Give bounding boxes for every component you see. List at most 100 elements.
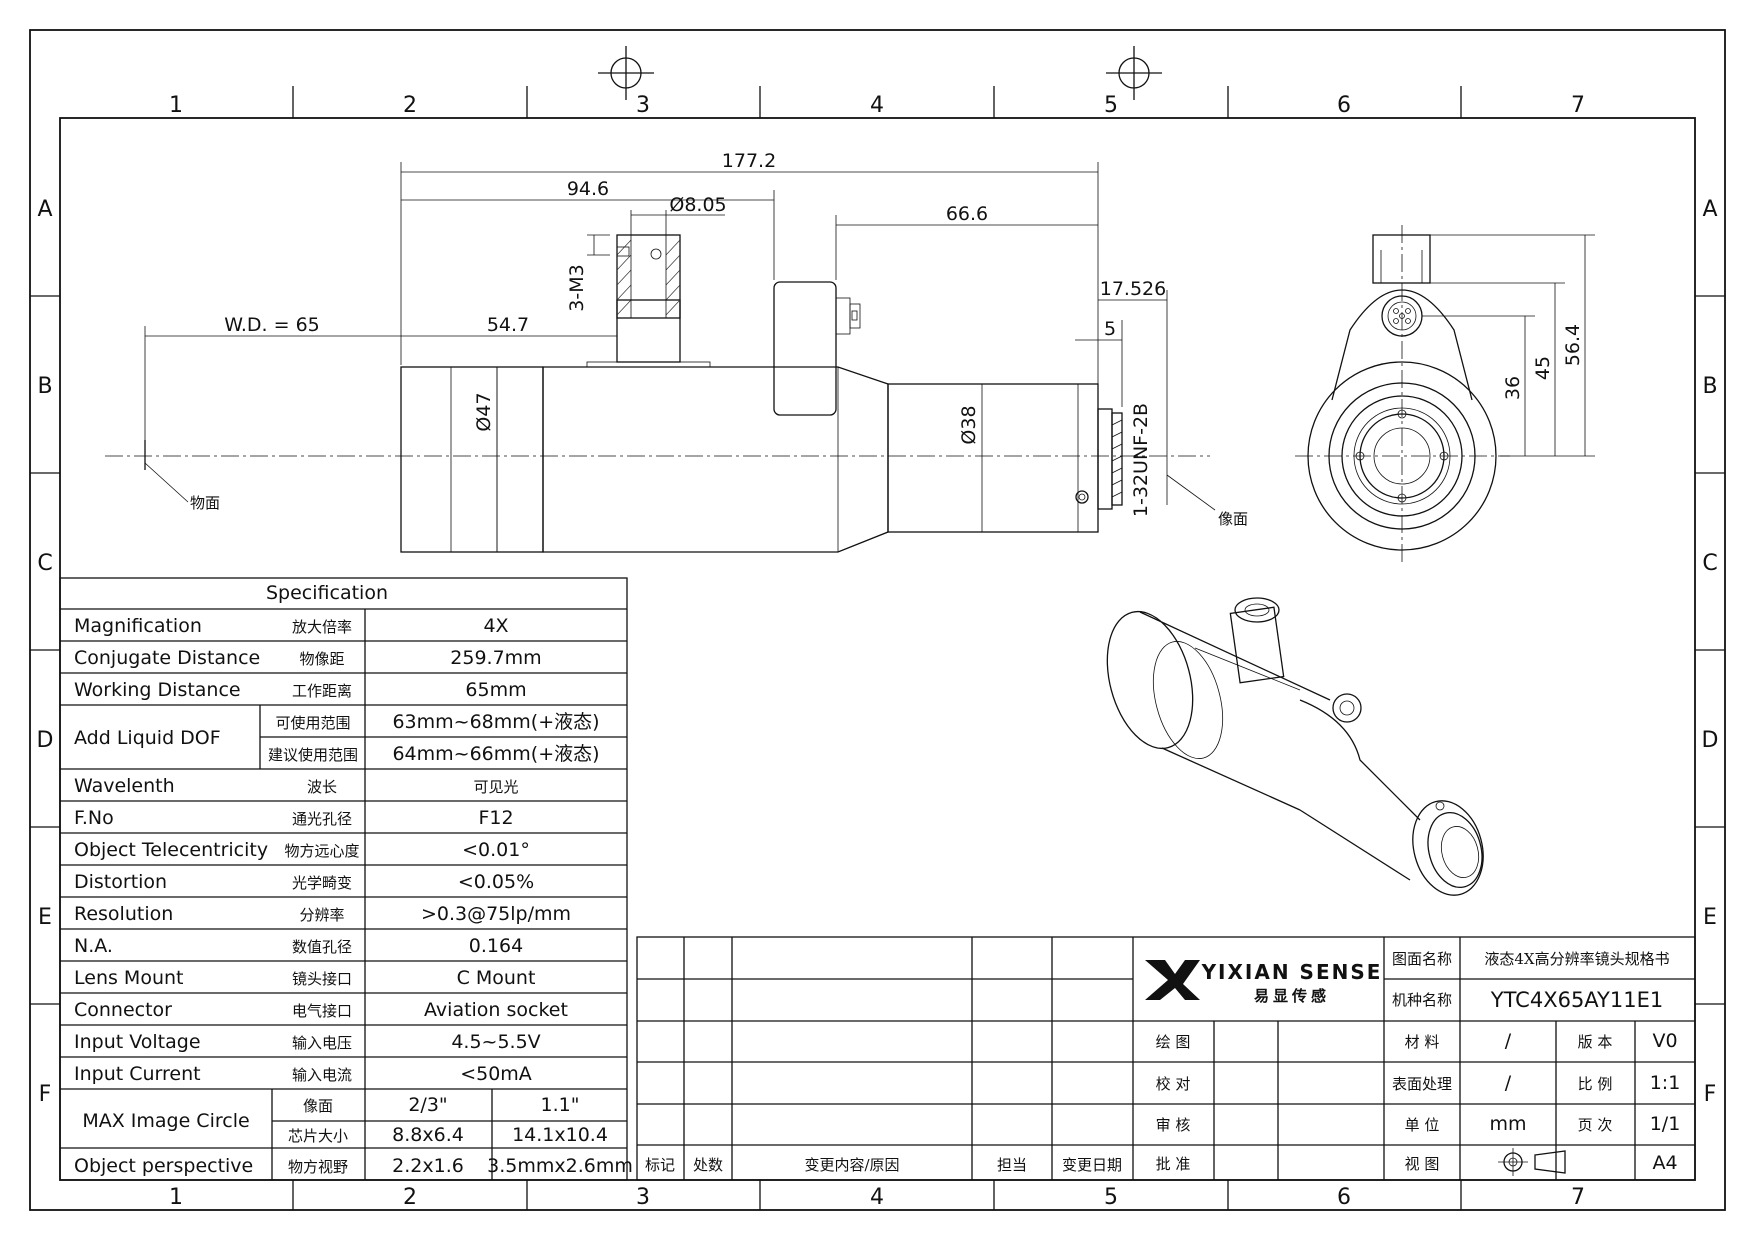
column-markers: 1 2 3 4 5 6 7 1 2 3 4 5 6 7 [169,86,1585,1210]
spec-row-connector: Connector 电气接口 Aviation socket [74,999,568,1021]
spec-row-object-perspective: Object perspective 物方视野 2.2x1.6 3.5mmx2.… [74,1155,633,1177]
svg-text:MAX Image Circle: MAX Image Circle [82,1110,249,1132]
title-block [636,936,1696,1181]
material-value: / [1505,1030,1512,1052]
lens-end-view: 36 45 56.4 [1295,225,1595,565]
projection-symbol-icon [1498,1148,1566,1176]
svg-text:光学畸变: 光学畸变 [292,874,352,892]
dim-working-distance: W.D. = 65 [224,314,320,336]
draw-label: 绘 图 [1156,1033,1191,1051]
svg-text:Add Liquid DOF: Add Liquid DOF [74,727,221,749]
centering-mark-left [598,46,654,100]
col-label-3-bottom: 3 [636,1185,650,1210]
row-label-a: A [37,197,52,222]
revision-owner-header: 担当 [997,1156,1027,1174]
dim-3-m3: 3-M3 [566,264,588,311]
row-markers: A B C D E F A B C D E F [30,197,1725,1107]
spec-row-liquid-dof: Add Liquid DOF 可使用范围 63mm~68mm(+液态) 建议使用… [74,711,600,765]
col-label-1-bottom: 1 [169,1185,183,1210]
svg-text:N.A.: N.A. [74,935,113,957]
svg-text:输入电压: 输入电压 [292,1034,352,1052]
svg-text:工作距离: 工作距离 [292,682,352,700]
drawing-name: 液态4X高分辨率镜头规格书 [1484,950,1669,968]
surface-value: / [1505,1072,1512,1094]
svg-text:Input Voltage: Input Voltage [74,1031,201,1053]
svg-text:Object Telecentricity: Object Telecentricity [74,839,268,861]
row-label-a-right: A [1702,197,1717,222]
svg-text:64mm~66mm(+液态): 64mm~66mm(+液态) [392,743,599,765]
svg-text:65mm: 65mm [465,679,526,701]
col-label-6: 6 [1337,93,1351,118]
lens-side-view [105,234,1210,553]
view-label: 视 图 [1405,1155,1440,1173]
spec-row-input-current: Input Current 输入电流 <50mA [74,1063,532,1085]
dim-phi-38: Ø38 [958,405,980,444]
svg-text:<0.01°: <0.01° [462,839,530,861]
svg-text:1.1": 1.1" [541,1094,580,1116]
brand-logo: YIXIAN SENSE 易显传感 [1145,960,1383,1005]
brand-name-cn: 易显传感 [1254,987,1330,1005]
row-label-e: E [38,905,52,930]
version-value: V0 [1652,1030,1677,1052]
unit-value: mm [1489,1113,1526,1135]
revision-date-header: 变更日期 [1062,1156,1122,1174]
surface-label: 表面处理 [1392,1075,1452,1093]
svg-text:Aviation socket: Aviation socket [424,999,568,1021]
svg-text:放大倍率: 放大倍率 [292,618,352,636]
spec-row-na: N.A. 数值孔径 0.164 [74,935,523,957]
dim-17-526: 17.526 [1100,278,1166,300]
spec-row-wavelength: Wavelenth 波长 可见光 [74,775,519,797]
svg-text:波长: 波长 [307,778,337,796]
col-label-4: 4 [870,93,884,118]
svg-text:分辨率: 分辨率 [299,906,344,924]
svg-text:F12: F12 [478,807,513,829]
spec-row-fno: F.No 通光孔径 F12 [74,807,514,829]
spec-title: Specification [266,582,388,604]
dim-height-45: 45 [1532,356,1554,380]
dim-66-6: 66.6 [946,203,988,225]
revision-mark-header: 标记 [645,1156,675,1174]
svg-text:14.1x10.4: 14.1x10.4 [512,1124,608,1146]
col-label-1: 1 [169,93,183,118]
svg-text:Conjugate Distance: Conjugate Distance [74,647,260,669]
row-label-b-right: B [1702,374,1717,399]
svg-text:>0.3@75lp/mm: >0.3@75lp/mm [421,903,571,925]
svg-text:2/3": 2/3" [408,1094,447,1116]
dim-phi-47: Ø47 [473,392,495,431]
unit-label: 单 位 [1405,1116,1440,1134]
page-label: 页 次 [1578,1116,1613,1134]
svg-text:8.8x6.4: 8.8x6.4 [392,1124,464,1146]
approve-label: 批 准 [1156,1155,1191,1173]
image-plane-label: 像面 [1218,510,1248,528]
spec-row-resolution: Resolution 分辨率 >0.3@75lp/mm [74,903,571,925]
scale-value: 1:1 [1650,1072,1681,1094]
row-label-d: D [37,728,54,753]
svg-text:物像距: 物像距 [299,650,344,668]
outer-border [29,29,1726,1211]
centering-mark-right [1106,46,1162,100]
spec-row-conjugate: Conjugate Distance 物像距 259.7mm [74,647,542,669]
dim-total-length: 177.2 [722,150,776,172]
svg-text:F.No: F.No [74,807,114,829]
brand-name-en: YIXIAN SENSE [1201,960,1383,984]
spec-row-working-distance: Working Distance 工作距离 65mm [74,679,527,701]
svg-text:Working Distance: Working Distance [74,679,241,701]
scale-label: 比 例 [1578,1075,1613,1093]
material-label: 材 料 [1405,1033,1440,1051]
row-label-c: C [37,551,52,576]
review-label: 审 核 [1156,1116,1191,1134]
model-label: 机种名称 [1392,991,1452,1009]
svg-text:Wavelenth: Wavelenth [74,775,175,797]
dim-height-36: 36 [1502,376,1524,400]
sheet-size: A4 [1652,1152,1677,1174]
spec-row-distortion: Distortion 光学畸变 <0.05% [74,871,534,893]
lens-isometric-view [1106,597,1484,896]
col-label-2-bottom: 2 [403,1185,417,1210]
svg-text:4.5~5.5V: 4.5~5.5V [451,1031,540,1053]
row-label-c-right: C [1702,551,1717,576]
svg-text:63mm~68mm(+液态): 63mm~68mm(+液态) [392,711,599,733]
spec-row-telecentricity: Object Telecentricity 物方远心度 <0.01° [74,839,530,861]
revision-content-header: 变更内容/原因 [804,1156,899,1174]
svg-text:Connector: Connector [74,999,172,1021]
